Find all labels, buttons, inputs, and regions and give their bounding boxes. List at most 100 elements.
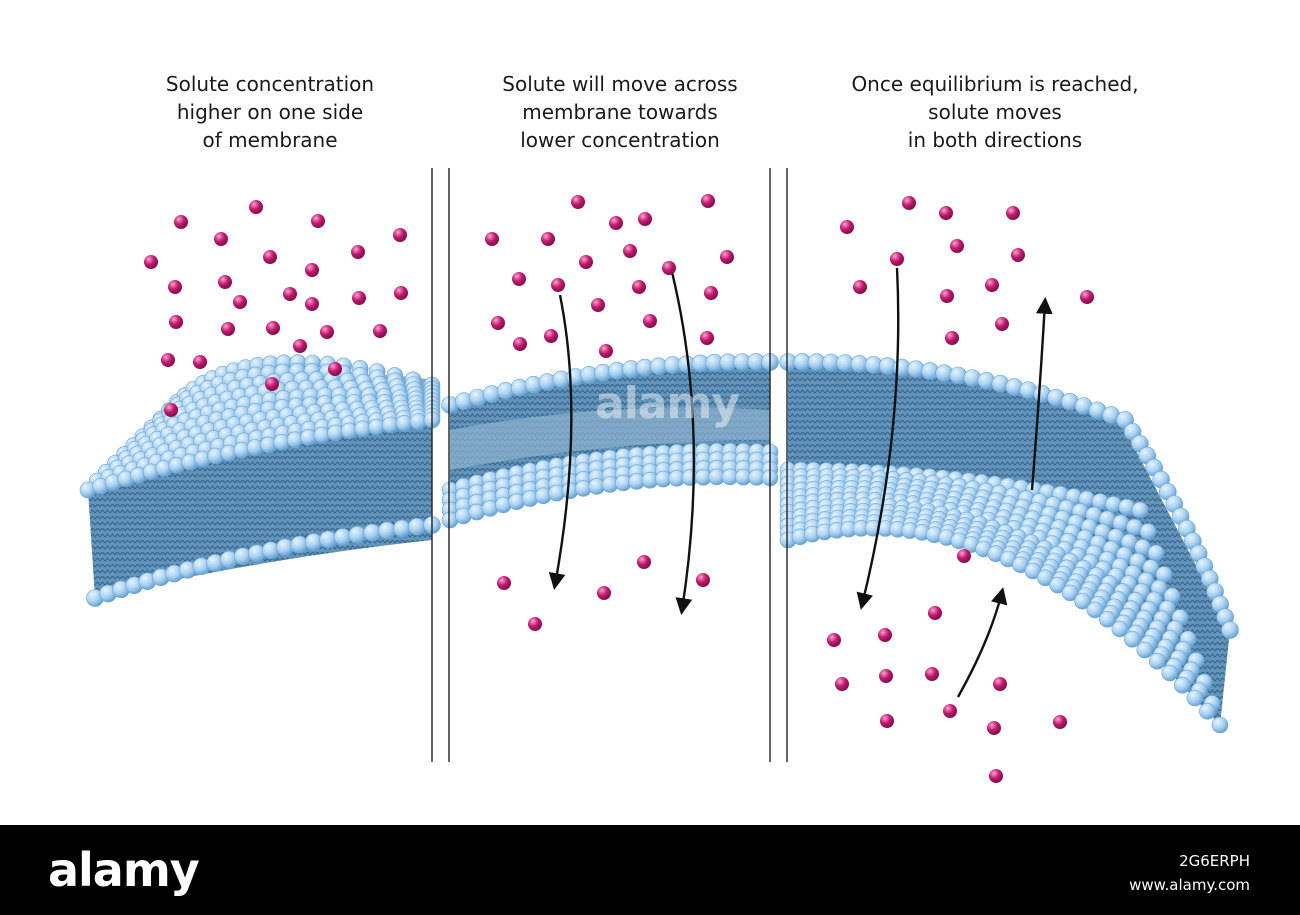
outer-head-sheet	[1199, 702, 1216, 720]
solute-particle	[945, 331, 959, 345]
lower-head-row	[276, 538, 294, 557]
solute-particle	[835, 677, 849, 691]
solute-particle	[393, 228, 407, 242]
solute-particle	[1053, 715, 1067, 729]
solute-particle	[643, 314, 657, 328]
solute-particle	[320, 325, 334, 339]
solute-particle	[1011, 248, 1025, 262]
solute-particle	[840, 220, 854, 234]
solute-particle	[890, 252, 904, 266]
solute-particle	[218, 275, 232, 289]
solute-particle	[993, 677, 1007, 691]
solute-particle	[704, 286, 718, 300]
solute-particle	[249, 200, 263, 214]
outer-head-sheet	[1061, 584, 1079, 602]
lower-head-row	[304, 533, 323, 551]
outer-head-sheet	[1074, 592, 1091, 610]
footer-bar: alamy 2G6ERPH www.alamy.com	[0, 825, 1300, 915]
membrane-diffusion-diagram	[79, 168, 1239, 783]
outer-head-sheet	[1186, 689, 1204, 707]
solute-particle	[174, 215, 188, 229]
image-id: 2G6ERPH	[1179, 852, 1250, 870]
solute-particle	[597, 586, 611, 600]
solute-particle	[700, 331, 714, 345]
outer-head-sheet	[1049, 576, 1066, 594]
solute-particle	[880, 714, 894, 728]
solute-particle	[879, 669, 893, 683]
solute-particle	[623, 244, 637, 258]
solute-particle	[161, 353, 175, 367]
solute-particle	[528, 617, 542, 631]
membrane-panel-3	[779, 353, 1239, 734]
solute-particle	[579, 255, 593, 269]
solute-particle	[1006, 206, 1020, 220]
solute-layer	[144, 194, 1094, 783]
solute-particle	[696, 573, 710, 587]
upper-head-sheet	[354, 420, 372, 438]
panel-3-caption: Once equilibrium is reached, solute move…	[851, 72, 1139, 152]
solute-particle	[328, 362, 342, 376]
solute-particle	[662, 261, 676, 275]
outer-head-sheet	[1111, 620, 1129, 638]
outer-head-sheet	[1099, 610, 1116, 628]
solute-particle	[985, 278, 999, 292]
solute-particle	[853, 280, 867, 294]
membrane-layer	[79, 353, 1239, 734]
outer-head-sheet	[1174, 676, 1191, 694]
diffusion-arrow	[1030, 296, 1053, 491]
solute-particle	[169, 315, 183, 329]
lower-head-row	[378, 521, 396, 540]
solute-particle	[265, 377, 279, 391]
solute-particle	[827, 633, 841, 647]
solute-particle	[214, 232, 228, 246]
upper-head-sheet	[409, 413, 427, 430]
solute-particle	[394, 286, 408, 300]
solute-particle	[193, 355, 207, 369]
panel-2-caption: Solute will move across membrane towards…	[502, 72, 738, 152]
solute-particle	[878, 628, 892, 642]
solute-particle	[632, 280, 646, 294]
solute-particle	[995, 317, 1009, 331]
outer-head-sheet	[1136, 641, 1154, 659]
outer-head-sheet	[1147, 544, 1165, 562]
solute-particle	[902, 196, 916, 210]
solute-particle	[164, 403, 178, 417]
solute-particle	[266, 321, 280, 335]
solute-particle	[373, 324, 387, 338]
panel-dividers	[431, 168, 788, 762]
solute-particle	[541, 232, 555, 246]
outer-head-sheet	[1131, 501, 1149, 519]
outer-head-sheet	[1124, 630, 1141, 648]
solute-particle	[701, 194, 715, 208]
solute-particle	[544, 329, 558, 343]
solute-particle	[283, 287, 297, 301]
solute-particle	[1080, 290, 1094, 304]
solute-particle	[989, 769, 1003, 783]
mid-plane	[450, 407, 770, 470]
solute-particle	[599, 344, 613, 358]
outer-head-sheet	[1037, 569, 1054, 587]
solute-particle	[352, 291, 366, 305]
lipid-tails	[788, 361, 1230, 725]
outer-head-sheet	[1086, 601, 1104, 619]
solute-particle	[928, 606, 942, 620]
outer-head-sheet	[1161, 664, 1179, 682]
solute-particle	[551, 278, 565, 292]
solute-particle	[351, 245, 365, 259]
solute-particle	[512, 272, 526, 286]
alamy-logo: alamy	[48, 843, 200, 897]
upper-head-sheet	[381, 416, 399, 434]
solute-particle	[591, 298, 605, 312]
image-reference: 2G6ERPH www.alamy.com	[1129, 849, 1250, 897]
solute-particle	[638, 212, 652, 226]
solute-particle	[720, 250, 734, 264]
lower-head-row	[408, 517, 426, 536]
outer-head-sheet	[1149, 652, 1166, 670]
solute-particle	[943, 704, 957, 718]
solute-particle	[939, 206, 953, 220]
solute-particle	[263, 250, 277, 264]
solute-particle	[925, 667, 939, 681]
solute-particle	[957, 549, 971, 563]
arrow-layer	[548, 267, 1053, 698]
membrane-panel-1	[79, 354, 441, 607]
